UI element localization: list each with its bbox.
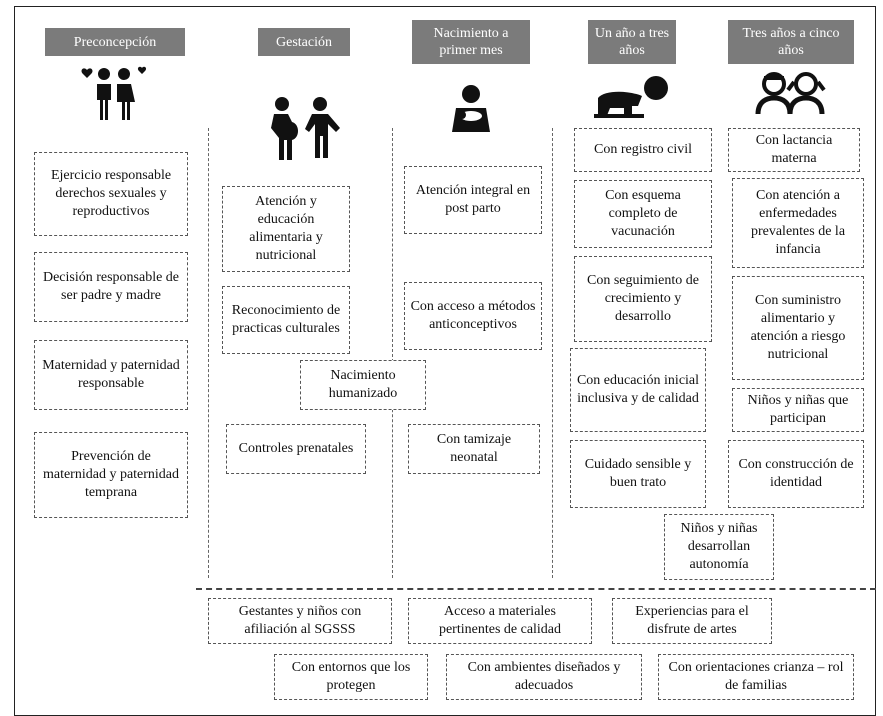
node-ges-3: Controles prenatales (226, 424, 366, 474)
stage-header-preconcepcion: Preconcepción (45, 28, 185, 56)
node-bot-4: Con entornos que los protegen (274, 654, 428, 700)
node-pre-1: Ejercicio responsable derechos sexuales … (34, 152, 188, 236)
node-tres-4: Niños y niñas que participan (732, 388, 864, 432)
node-nac-3: Con tamizaje neonatal (408, 424, 540, 474)
divider-line (392, 128, 393, 578)
node-ges-2: Reconocimiento de practicas culturales (222, 286, 350, 354)
divider-line (208, 128, 209, 578)
node-tres-3: Con suministro alimentario y atención a … (732, 276, 864, 380)
node-ges-1: Atención y educación alimentaria y nutri… (222, 186, 350, 272)
node-pre-2: Decisión responsable de ser padre y madr… (34, 252, 188, 322)
node-shared-1: Nacimiento humanizado (300, 360, 426, 410)
crawling-baby-icon (594, 76, 668, 118)
node-pre-4: Prevención de maternidad y paternidad te… (34, 432, 188, 518)
node-nac-2: Con acceso a métodos anticonceptivos (404, 282, 542, 350)
node-tres-1: Con lactancia materna (728, 128, 860, 172)
node-pre-3: Maternidad y paternidad responsable (34, 340, 188, 410)
stage-header-nacimiento: Nacimiento a primer mes (412, 20, 530, 64)
node-tres-5: Con construcción de identidad (728, 440, 864, 508)
node-uno-2: Con esquema completo de vacunación (574, 180, 712, 248)
node-shared-2: Niños y niñas desarrollan autonomía (664, 514, 774, 580)
node-nac-1: Atención integral en post parto (404, 166, 542, 234)
node-bot-6: Con orientaciones crianza – rol de famil… (658, 654, 854, 700)
node-bot-2: Acceso a materiales pertinentes de calid… (408, 598, 592, 644)
two-children-icon (755, 72, 826, 115)
node-tres-2: Con atención a enfermedades prevalentes … (732, 178, 864, 268)
node-uno-5: Cuidado sensible y buen trato (570, 440, 706, 508)
stage-header-tres-cinco: Tres años a cinco años (728, 20, 854, 64)
node-uno-3: Con seguimiento de crecimiento y desarro… (574, 256, 712, 342)
node-uno-1: Con registro civil (574, 128, 712, 172)
couple-in-love-icon (81, 66, 147, 120)
node-bot-1: Gestantes y niños con afiliación al SGSS… (208, 598, 392, 644)
separator-line (196, 588, 876, 590)
node-bot-3: Experiencias para el disfrute de artes (612, 598, 772, 644)
node-bot-5: Con ambientes diseñados y adecuados (446, 654, 642, 700)
pregnant-couple-icon (271, 97, 340, 160)
stage-header-gestacion: Gestación (258, 28, 350, 56)
stage-header-uno-tres: Un año a tres años (588, 20, 676, 64)
node-uno-4: Con educación inicial inclusiva y de cal… (570, 348, 706, 432)
mother-with-baby-icon (452, 85, 490, 132)
divider-line (552, 128, 553, 578)
